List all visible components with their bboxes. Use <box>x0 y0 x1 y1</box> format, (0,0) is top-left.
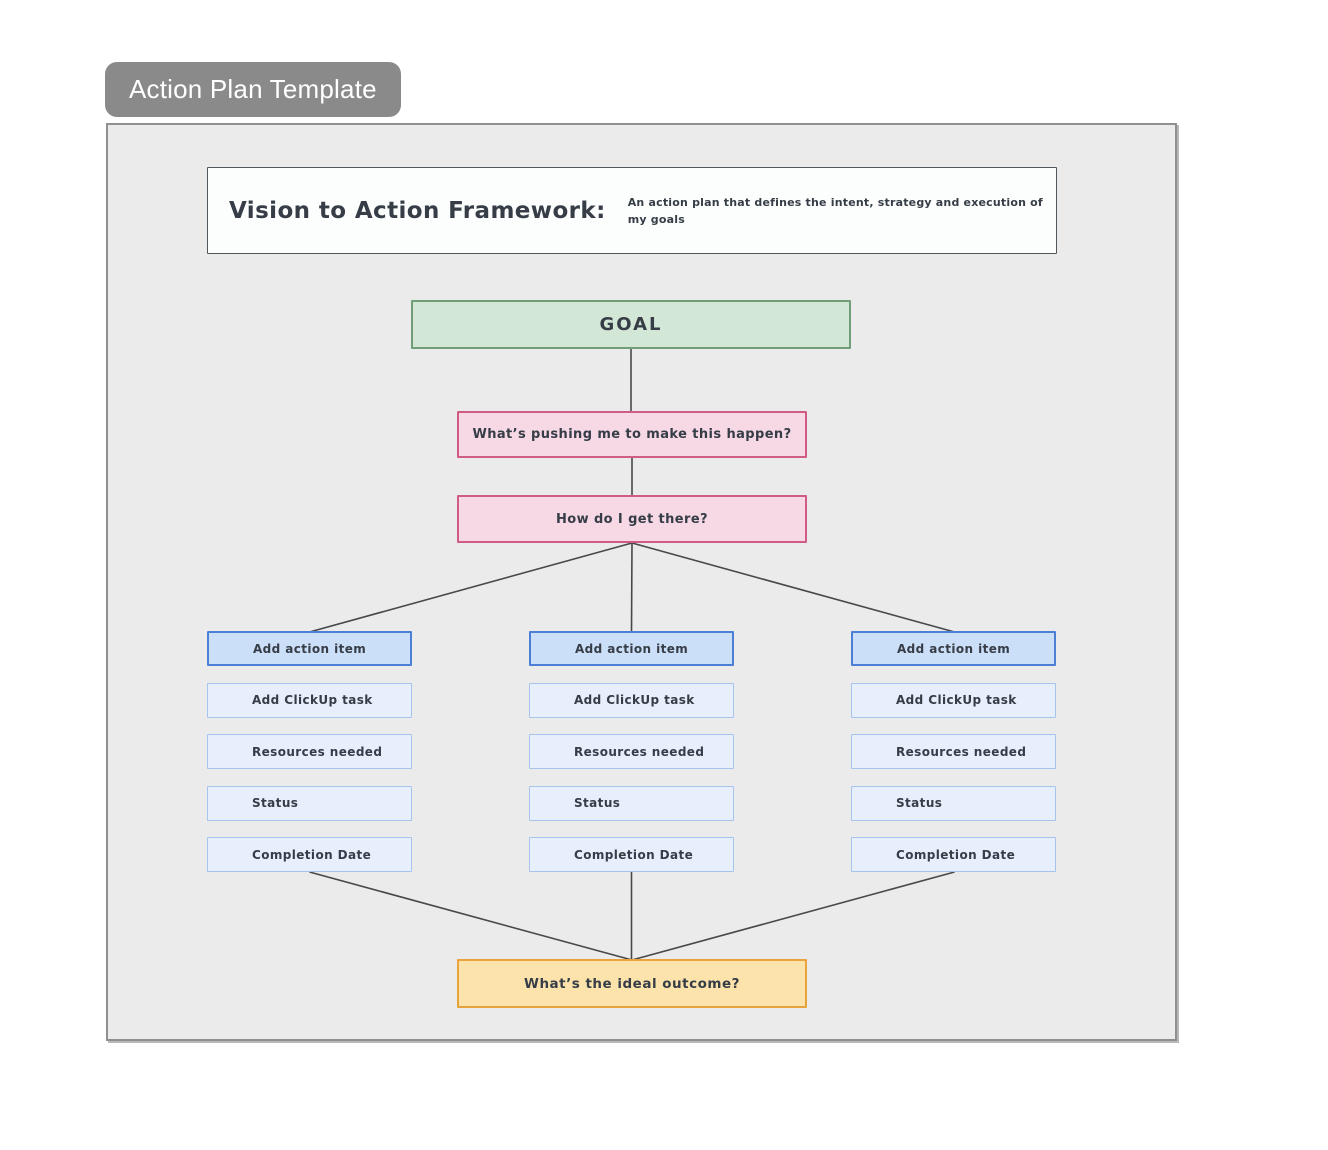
add-action-item-button[interactable]: Add action item <box>207 631 412 666</box>
goal-label: GOAL <box>599 314 663 335</box>
completion-date-label: Completion Date <box>896 847 1016 862</box>
question-push-node[interactable]: What’s pushing me to make this happen? <box>457 411 807 458</box>
add-clickup-task-label: Add ClickUp task <box>574 693 695 707</box>
status-label: Status <box>896 796 943 810</box>
question-push-label: What’s pushing me to make this happen? <box>472 427 792 442</box>
action-column-3: Add action item Add ClickUp task Resourc… <box>851 631 1056 872</box>
question-how-node[interactable]: How do I get there? <box>457 495 807 543</box>
completion-date-field[interactable]: Completion Date <box>529 837 734 872</box>
resources-needed-field[interactable]: Resources needed <box>207 734 412 769</box>
framework-subtitle: An action plan that defines the intent, … <box>627 195 1043 226</box>
completion-date-field[interactable]: Completion Date <box>207 837 412 872</box>
add-clickup-task-label: Add ClickUp task <box>896 693 1017 707</box>
framework-header-card[interactable]: Vision to Action Framework: An action pl… <box>207 167 1057 254</box>
completion-date-field[interactable]: Completion Date <box>851 837 1056 872</box>
status-field[interactable]: Status <box>851 785 1056 821</box>
add-action-item-label: Add action item <box>897 641 1011 656</box>
outcome-label: What’s the ideal outcome? <box>524 975 740 992</box>
add-clickup-task-button[interactable]: Add ClickUp task <box>529 682 734 718</box>
template-title-label: Action Plan Template <box>129 74 377 104</box>
status-label: Status <box>574 796 621 810</box>
completion-date-label: Completion Date <box>574 847 694 862</box>
template-title-badge: Action Plan Template <box>105 62 401 117</box>
connector-line <box>309 871 633 961</box>
goal-node[interactable]: GOAL <box>411 300 851 349</box>
action-column-2: Add action item Add ClickUp task Resourc… <box>529 631 734 872</box>
resources-needed-label: Resources needed <box>574 744 705 759</box>
completion-date-label: Completion Date <box>252 847 372 862</box>
connector-line <box>631 542 955 633</box>
add-action-item-button[interactable]: Add action item <box>529 631 734 666</box>
add-action-item-label: Add action item <box>575 641 689 656</box>
connector-lines <box>309 349 955 961</box>
connector-line <box>631 871 955 961</box>
add-action-item-button[interactable]: Add action item <box>851 631 1056 666</box>
add-action-item-label: Add action item <box>253 641 367 656</box>
add-clickup-task-button[interactable]: Add ClickUp task <box>851 682 1056 718</box>
outcome-node[interactable]: What’s the ideal outcome? <box>457 959 807 1008</box>
resources-needed-field[interactable]: Resources needed <box>529 734 734 769</box>
add-clickup-task-label: Add ClickUp task <box>252 693 373 707</box>
resources-needed-label: Resources needed <box>252 744 383 759</box>
status-field[interactable]: Status <box>207 785 412 821</box>
framework-title: Vision to Action Framework: <box>229 197 606 224</box>
status-label: Status <box>252 796 299 810</box>
connector-line <box>630 542 633 633</box>
connector-line <box>309 542 633 633</box>
status-field[interactable]: Status <box>529 785 734 821</box>
question-how-label: How do I get there? <box>556 511 708 527</box>
resources-needed-field[interactable]: Resources needed <box>851 734 1056 769</box>
resources-needed-label: Resources needed <box>896 744 1027 759</box>
add-clickup-task-button[interactable]: Add ClickUp task <box>207 682 412 718</box>
whiteboard-canvas: Vision to Action Framework: An action pl… <box>106 123 1177 1041</box>
action-column-1: Add action item Add ClickUp task Resourc… <box>207 631 412 872</box>
